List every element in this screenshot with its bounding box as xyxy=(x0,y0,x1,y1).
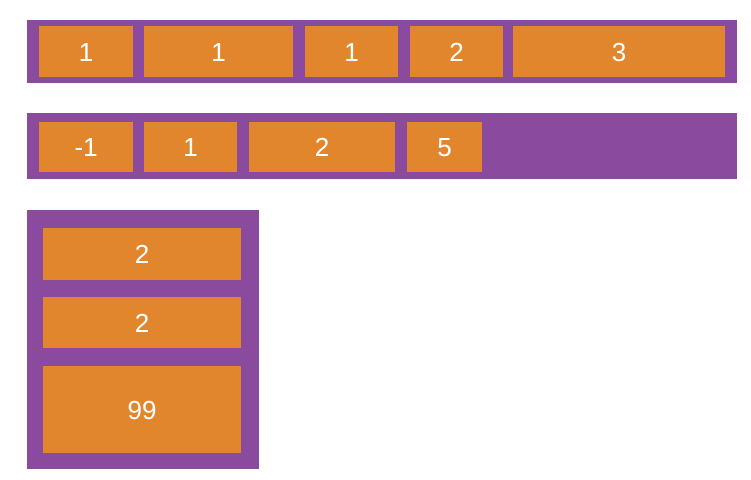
flex-item: 1 xyxy=(144,26,293,77)
flex-item: -1 xyxy=(39,122,133,172)
flex-item: 1 xyxy=(144,122,237,172)
flex-item: 2 xyxy=(249,122,395,172)
flex-container-row-2: -1 1 2 5 xyxy=(27,113,737,179)
flex-item: 2 xyxy=(43,297,241,348)
flex-item: 1 xyxy=(39,26,133,77)
flex-item: 2 xyxy=(410,26,503,77)
flex-item: 2 xyxy=(43,228,241,280)
flex-item: 1 xyxy=(305,26,398,77)
flex-container-row-1: 1 1 1 2 3 xyxy=(27,20,737,83)
flex-item: 99 xyxy=(43,366,241,453)
flex-item: 3 xyxy=(513,26,725,77)
flex-container-column-1: 2 2 99 xyxy=(27,210,259,469)
flex-item: 5 xyxy=(407,122,482,172)
